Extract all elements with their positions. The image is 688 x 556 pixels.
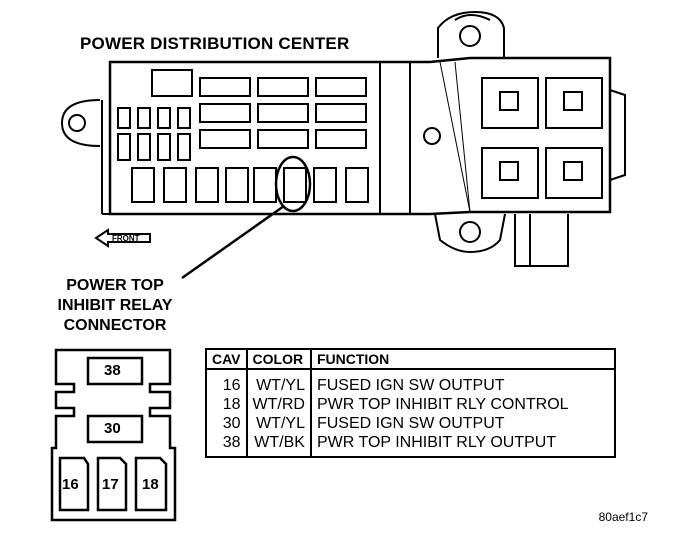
color-cell: WT/BK: [245, 433, 312, 458]
cavity-18-label: 18: [142, 476, 159, 493]
table-row: 16 WT/YL FUSED IGN SW OUTPUT: [205, 369, 616, 395]
cav-cell: 18: [205, 395, 248, 414]
color-cell: WT/YL: [245, 414, 312, 433]
callout-line-3: CONNECTOR: [63, 317, 167, 334]
cavity-30-label: 30: [104, 420, 121, 437]
cav-cell: 38: [205, 433, 248, 458]
table-row: 30 WT/YL FUSED IGN SW OUTPUT: [205, 414, 616, 433]
function-cell: FUSED IGN SW OUTPUT: [309, 414, 616, 433]
cavity-38-label: 38: [104, 362, 121, 379]
table-row: 18 WT/RD PWR TOP INHIBIT RLY CONTROL: [205, 395, 616, 414]
function-cell: PWR TOP INHIBIT RLY CONTROL: [309, 395, 616, 414]
color-cell: WT/YL: [245, 369, 312, 395]
cavity-17-label: 17: [102, 476, 119, 493]
header-color: COLOR: [245, 348, 312, 370]
header-function: FUNCTION: [309, 348, 616, 370]
function-cell: PWR TOP INHIBIT RLY OUTPUT: [309, 433, 616, 458]
callout-line-2: INHIBIT RELAY: [57, 297, 173, 314]
diagram-title: POWER DISTRIBUTION CENTER: [80, 34, 350, 53]
cav-cell: 30: [205, 414, 248, 433]
pinout-header-row: CAV COLOR FUNCTION: [205, 348, 616, 370]
cavity-16-label: 16: [62, 476, 79, 493]
color-cell: WT/RD: [245, 395, 312, 414]
figure-code: 80aef1c7: [598, 510, 648, 524]
table-row: 38 WT/BK PWR TOP INHIBIT RLY OUTPUT: [205, 433, 616, 458]
function-cell: FUSED IGN SW OUTPUT: [309, 369, 616, 395]
power-distribution-center-drawing: [60, 10, 626, 280]
pinout-table: CAV COLOR FUNCTION 16 WT/YL FUSED IGN SW…: [205, 348, 616, 458]
relay-connector-face: [50, 348, 177, 522]
header-cav: CAV: [205, 348, 248, 370]
cav-cell: 16: [205, 369, 248, 395]
front-arrow-label: FRONT: [112, 234, 140, 243]
callout-line-1: POWER TOP: [66, 277, 164, 294]
